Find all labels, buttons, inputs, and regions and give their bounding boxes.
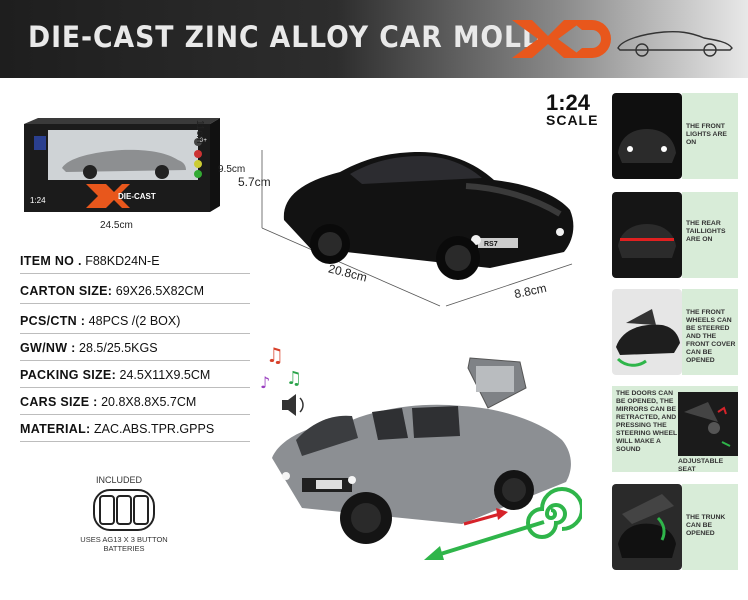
svg-text:RS7: RS7 xyxy=(484,241,498,248)
car-silhouette-icon xyxy=(617,30,733,57)
red-arrow-icon xyxy=(463,508,508,526)
scale-word: SCALE xyxy=(546,112,599,128)
box-width-label: 24.5cm xyxy=(100,220,133,231)
brand-logo xyxy=(512,20,611,58)
product-box-image xyxy=(24,118,220,212)
battery-icon xyxy=(93,489,155,531)
spec-packing-size: PACKING SIZE: 24.5X11X9.5CM xyxy=(20,363,250,388)
car-height-label: 5.7cm xyxy=(238,175,271,189)
feature-rear-lights-image xyxy=(612,192,682,278)
box-brand-text: DIE-CAST xyxy=(118,192,156,201)
feature-trunk-image xyxy=(612,484,682,570)
black-car-image: RS7 xyxy=(283,152,574,280)
spec-material: MATERIAL: ZAC.ABS.TPR.GPPS xyxy=(20,417,250,442)
page-title: DIE-CAST ZINC ALLOY CAR MOLD xyxy=(28,20,546,54)
box-height-label: 11cm xyxy=(194,120,205,144)
feature-front-wheels-panel: THE FRONT WHEELS CAN BE STEERED AND THE … xyxy=(682,289,738,375)
feature-rear-lights-panel: THE REAR TAILLIGHTS ARE ON xyxy=(682,192,738,278)
feature-front-wheels-image xyxy=(612,289,682,375)
svg-text:♪: ♪ xyxy=(260,373,270,392)
movement-arrow-icon xyxy=(424,520,545,560)
feature-front-lights-image xyxy=(612,93,682,179)
spec-pcs-ctn: PCS/CTN : 48PCS /(2 BOX) xyxy=(20,309,250,334)
included-text: USES AG13 X 3 BUTTON BATTERIES xyxy=(80,535,168,553)
spec-carton-size: CARTON SIZE: 69X26.5X82CM xyxy=(20,279,250,304)
sound-icons: ♫ ♪ ♫ xyxy=(260,343,304,416)
header-banner xyxy=(0,0,748,78)
spec-gw-nw: GW/NW : 28.5/25.5KGS xyxy=(20,336,250,361)
box-scale-label: 1:24 xyxy=(30,196,46,205)
spec-cars-size: CARS SIZE : 20.8X8.8X5.7CM xyxy=(20,390,250,415)
svg-text:♫: ♫ xyxy=(266,343,284,367)
feature-doors-panel: THE DOORS CAN BE OPENED, THE MIRRORS CAN… xyxy=(612,386,738,473)
dimension-lines xyxy=(261,150,573,307)
feature-front-lights-panel: THE FRONT LIGHTS ARE ON xyxy=(682,93,738,179)
box-depth-label: 9.5cm xyxy=(218,164,246,175)
spec-item-number: ITEM NO . F88KD24N-E xyxy=(20,249,250,274)
age-badge: 3+ xyxy=(200,138,207,144)
feature-trunk-panel: THE TRUNK CAN BE OPENED xyxy=(682,484,738,570)
scale-ratio: 1:24 xyxy=(546,90,591,115)
included-label: INCLUDED xyxy=(96,475,143,485)
svg-text:♫: ♫ xyxy=(286,368,302,389)
grey-car-image xyxy=(272,357,571,544)
rotate-spiral-icon xyxy=(526,487,582,539)
